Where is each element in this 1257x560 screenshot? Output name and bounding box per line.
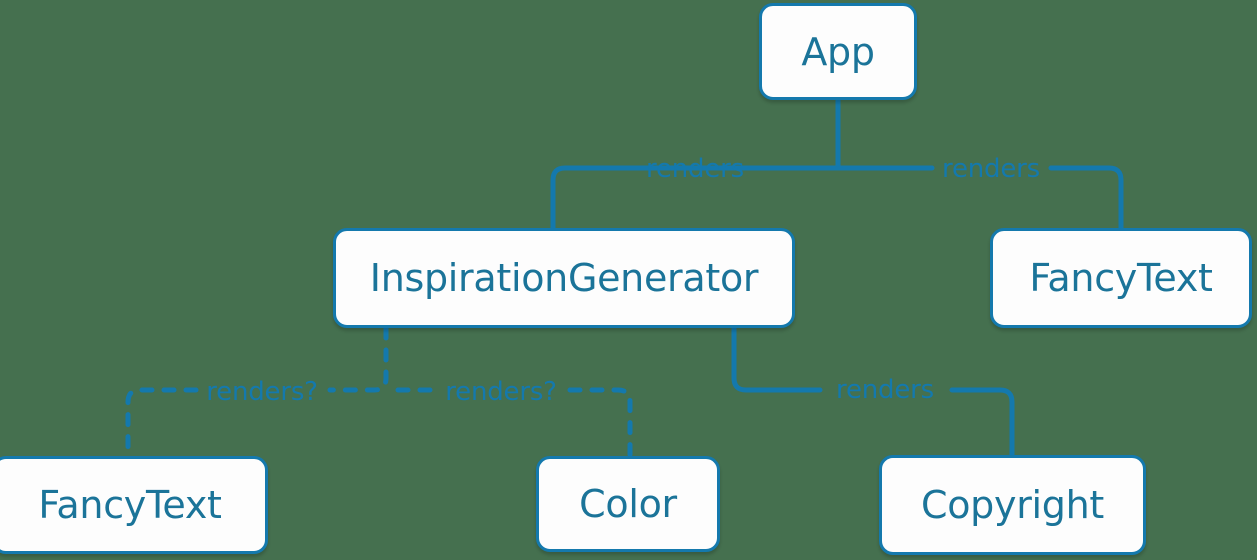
edge-inspirationgenerator-to-fancytext-bottom-2 [125, 387, 199, 459]
node-label-app: App [801, 29, 875, 74]
node-fancytext-right[interactable]: FancyText [990, 228, 1252, 328]
node-label-color: Color [579, 482, 677, 526]
edge-inspirationgenerator-to-copyright-2 [949, 387, 1015, 458]
edge-app-to-fancytext-right-2 [1048, 165, 1124, 231]
node-label-inspiration-generator: InspirationGenerator [369, 256, 759, 300]
node-label-copyright: Copyright [921, 483, 1104, 527]
edge-label-inspirationgenerator-to-fancytext-bottom: renders? [206, 377, 318, 407]
node-label-fancytext-right: FancyText [1029, 256, 1213, 300]
edge-inspirationgenerator-to-copyright [731, 325, 823, 393]
node-color[interactable]: Color [536, 456, 720, 552]
edge-label-inspirationgenerator-to-color: renders? [445, 377, 557, 407]
node-copyright[interactable]: Copyright [879, 455, 1146, 555]
node-label-fancytext-bottom: FancyText [38, 483, 222, 527]
edge-label-app-to-fancytext-right: renders [942, 154, 1040, 184]
node-fancytext-bottom[interactable]: FancyText [0, 456, 268, 554]
edge-label-app-to-inspirationgenerator: renders [646, 154, 744, 184]
node-inspiration-generator[interactable]: InspirationGenerator [333, 228, 795, 328]
edge-label-inspirationgenerator-to-copyright: renders [836, 375, 934, 405]
edge-inspirationgenerator-to-color-2 [567, 387, 633, 459]
node-app[interactable]: App [759, 3, 917, 100]
edge-app-to-inspirationgenerator-2 [550, 165, 750, 231]
edge-inspirationgenerator-to-fancytext-bottom [327, 325, 389, 393]
